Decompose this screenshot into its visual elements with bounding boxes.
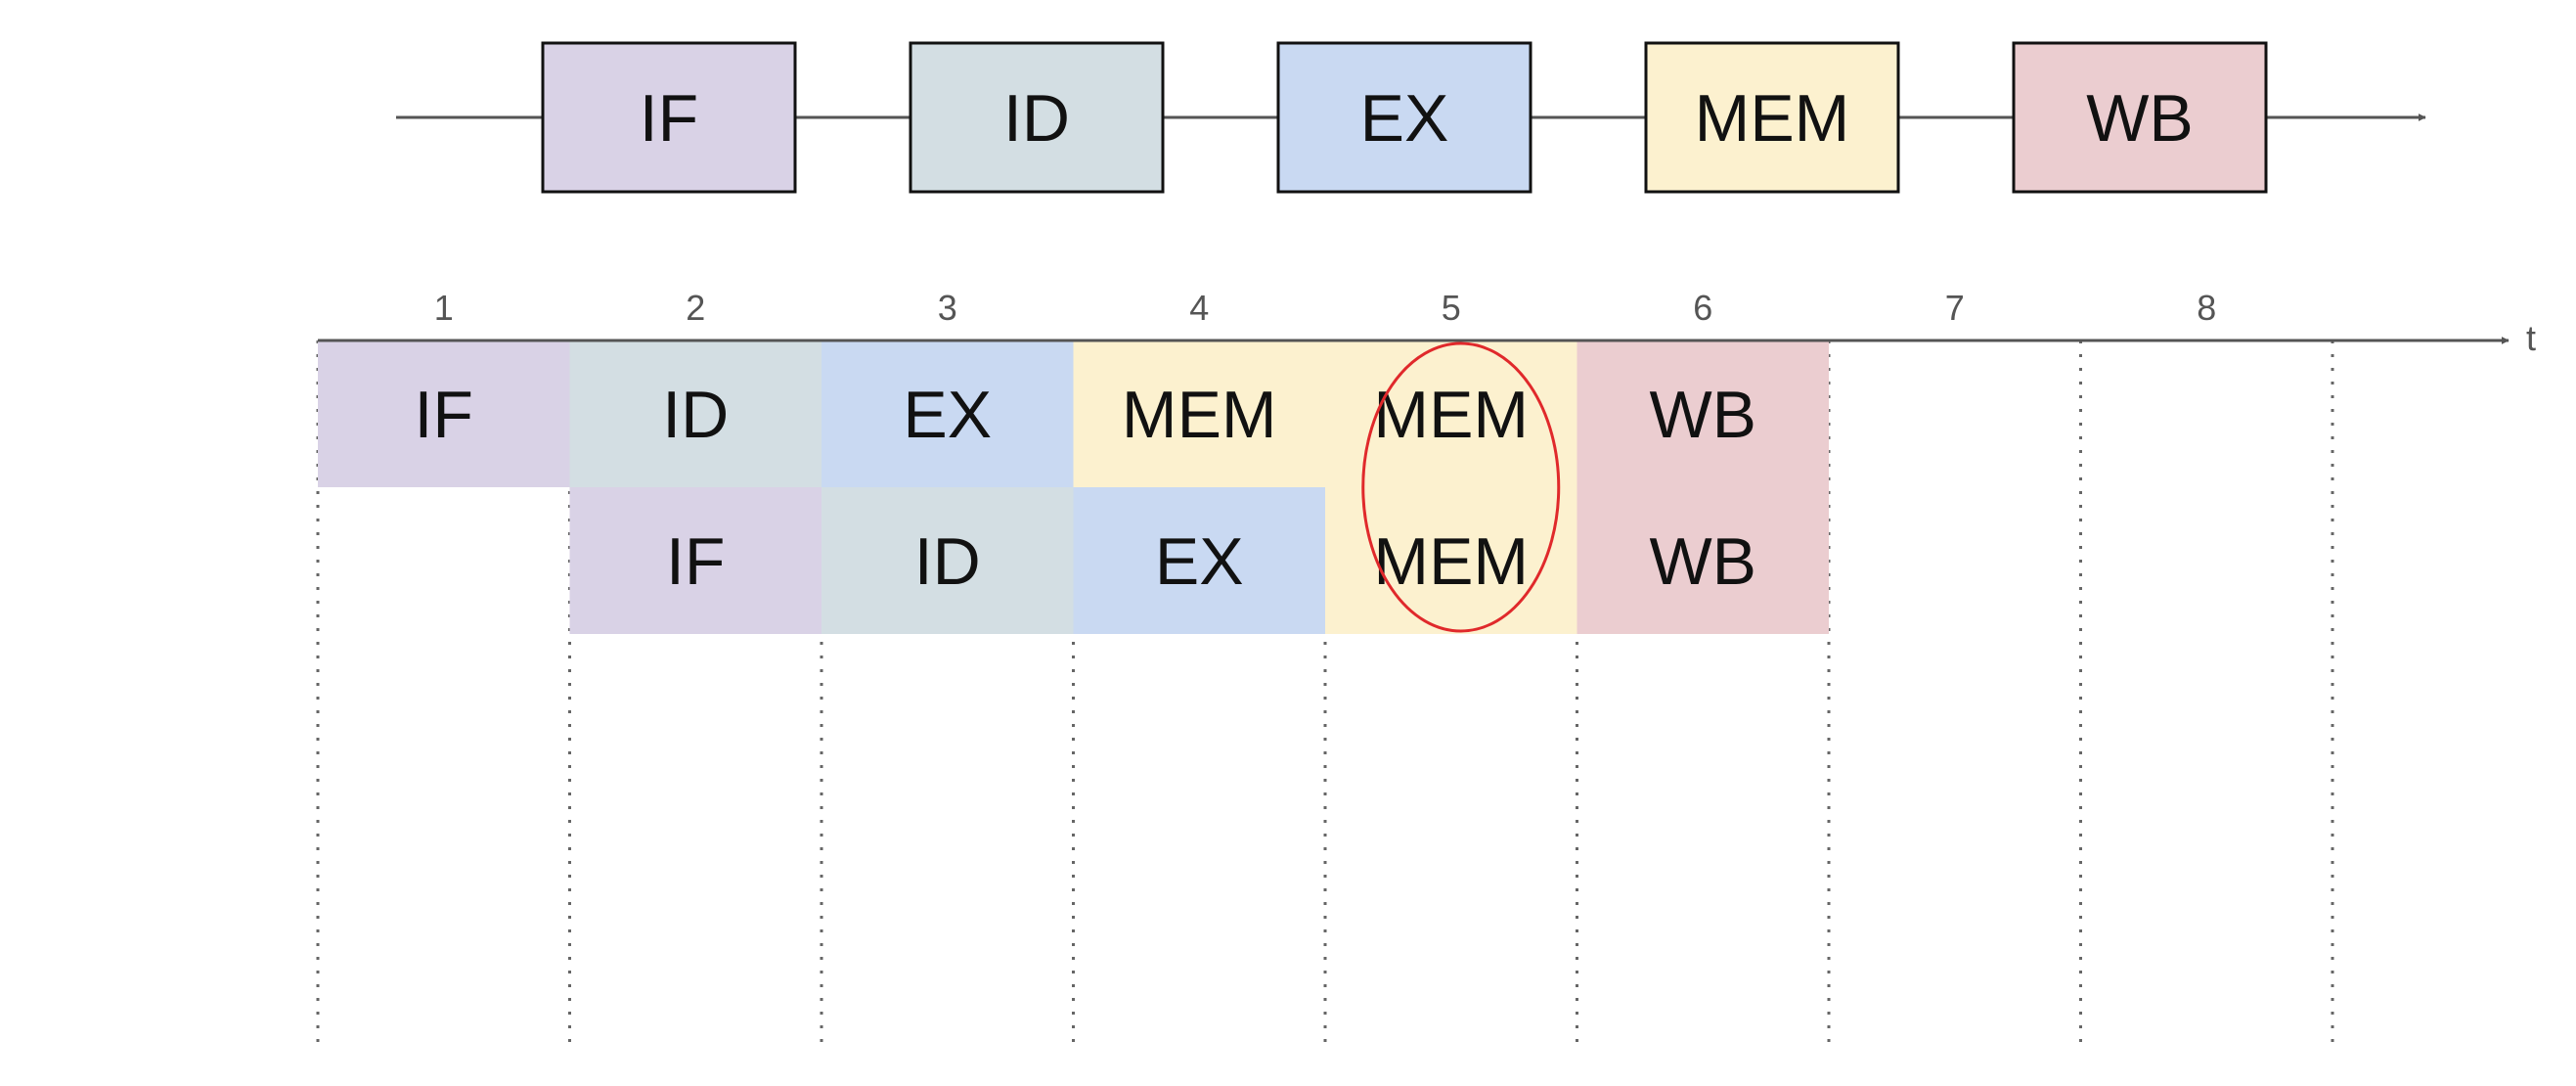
stage-box-ex xyxy=(1276,41,1532,194)
stage-label-mem: MEM xyxy=(1695,81,1850,156)
cell-label-mem: MEM xyxy=(1122,378,1277,452)
stage-box-if xyxy=(541,41,797,194)
cycle-tick-5: 5 xyxy=(1442,288,1461,328)
cycle-tick-6: 6 xyxy=(1693,288,1712,328)
cycle-tick-8: 8 xyxy=(2197,288,2216,328)
cell-instr1-cycle3 xyxy=(822,340,1074,487)
cell-label-if: IF xyxy=(666,524,725,599)
stage-label-id: ID xyxy=(1003,81,1070,156)
cell-label-id: ID xyxy=(914,524,981,599)
stage-box-id xyxy=(909,41,1165,194)
cell-instr1-cycle6 xyxy=(1577,340,1829,487)
stage-label-ex: EX xyxy=(1360,81,1449,156)
cell-instr2-cycle2 xyxy=(569,487,822,634)
time-axis: 1 2 3 4 5 6 7 8 t xyxy=(318,288,2536,358)
stage-label-if: IF xyxy=(640,81,698,156)
cell-instr2-cycle5 xyxy=(1325,487,1577,634)
cell-instr2-cycle6 xyxy=(1577,487,1829,634)
cell-label-ex: EX xyxy=(1155,524,1244,599)
cell-label-wb: WB xyxy=(1649,524,1756,599)
time-axis-label: t xyxy=(2526,318,2536,358)
cell-label-id: ID xyxy=(662,378,729,452)
structural-hazard-ellipse xyxy=(1361,341,1561,633)
hazard-highlight xyxy=(1361,341,1561,633)
cycle-tick-7: 7 xyxy=(1945,288,1965,328)
cell-label-ex: EX xyxy=(903,378,992,452)
cell-label-mem: MEM xyxy=(1373,378,1529,452)
cell-instr2-cycle4 xyxy=(1073,487,1325,634)
cell-instr1-cycle2 xyxy=(569,340,822,487)
stage-label-wb: WB xyxy=(2086,81,2194,156)
cycle-tick-3: 3 xyxy=(938,288,957,328)
cell-instr1-cycle5 xyxy=(1325,340,1577,487)
stage-box-mem xyxy=(1644,41,1900,194)
cell-label-mem: MEM xyxy=(1373,524,1529,599)
cycle-tick-4: 4 xyxy=(1189,288,1209,328)
cycle-tick-2: 2 xyxy=(686,288,705,328)
timing-cells: IF ID EX MEM MEM WB IF ID EX MEM WB xyxy=(318,340,1829,634)
cycle-tick-1: 1 xyxy=(434,288,454,328)
pipeline-stage-flow: IF ID EX MEM WB xyxy=(396,41,2426,194)
cell-instr1-cycle1 xyxy=(318,340,570,487)
cell-instr2-cycle3 xyxy=(822,487,1074,634)
cell-label-if: IF xyxy=(415,378,473,452)
stage-box-wb xyxy=(2012,41,2268,194)
cell-instr1-cycle4 xyxy=(1073,340,1325,487)
cell-label-wb: WB xyxy=(1649,378,1756,452)
